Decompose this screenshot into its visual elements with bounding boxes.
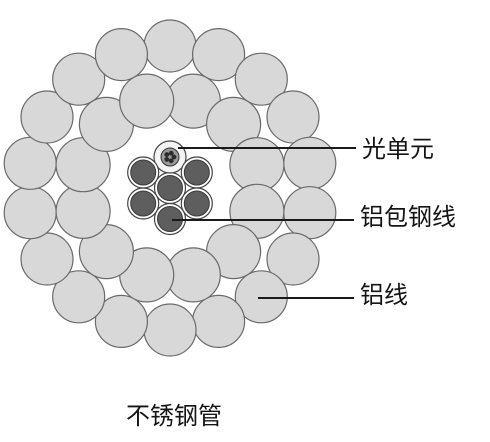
optical-fiber xyxy=(164,152,170,158)
aluminum-wire xyxy=(283,186,337,240)
optical-unit-label: 光单元 xyxy=(362,135,434,163)
aluminum-wire xyxy=(52,270,106,324)
aluminum-wire xyxy=(229,137,285,193)
steel-core xyxy=(127,140,213,236)
aluminum-wire xyxy=(283,136,337,190)
aluminum-wire xyxy=(20,232,74,286)
aluminum-wire xyxy=(20,90,74,144)
steel-wire xyxy=(130,159,157,186)
aluminum-wire xyxy=(94,294,149,348)
aluminum-wire xyxy=(266,90,320,144)
al-clad-steel-wire-label: 铝包钢线 xyxy=(360,203,456,231)
stainless-steel-tube-caption: 不锈钢管 xyxy=(126,402,222,430)
aluminum-wire xyxy=(165,247,221,303)
aluminum-wire xyxy=(119,73,175,129)
aluminum-wire xyxy=(3,186,57,240)
leader-lines xyxy=(172,147,356,299)
optical-fiber-bundle xyxy=(160,147,180,167)
aluminum-wire xyxy=(143,303,197,357)
steel-wire xyxy=(130,190,157,217)
aluminum-wire xyxy=(3,136,57,190)
steel-wire xyxy=(157,175,183,201)
middle-aluminum-layer xyxy=(55,73,285,303)
aluminum-wire xyxy=(234,52,288,106)
steel-wire xyxy=(183,190,210,217)
optical-fiber xyxy=(171,154,177,160)
aluminum-wire xyxy=(143,19,197,73)
optical-fiber xyxy=(164,156,170,162)
aluminum-wire-label: 铝线 xyxy=(360,281,408,309)
aluminum-wire xyxy=(266,232,320,286)
aluminum-wire xyxy=(234,270,288,324)
aluminum-wire xyxy=(94,27,149,82)
aluminum-wire xyxy=(192,27,246,82)
optical-fiber xyxy=(168,158,174,164)
aluminum-wire xyxy=(52,52,106,106)
steel-wire xyxy=(183,159,210,186)
optical-fiber xyxy=(168,150,174,156)
aluminum-wire xyxy=(55,183,111,239)
aluminum-wire xyxy=(192,294,246,348)
outer-aluminum-layer xyxy=(3,19,337,357)
